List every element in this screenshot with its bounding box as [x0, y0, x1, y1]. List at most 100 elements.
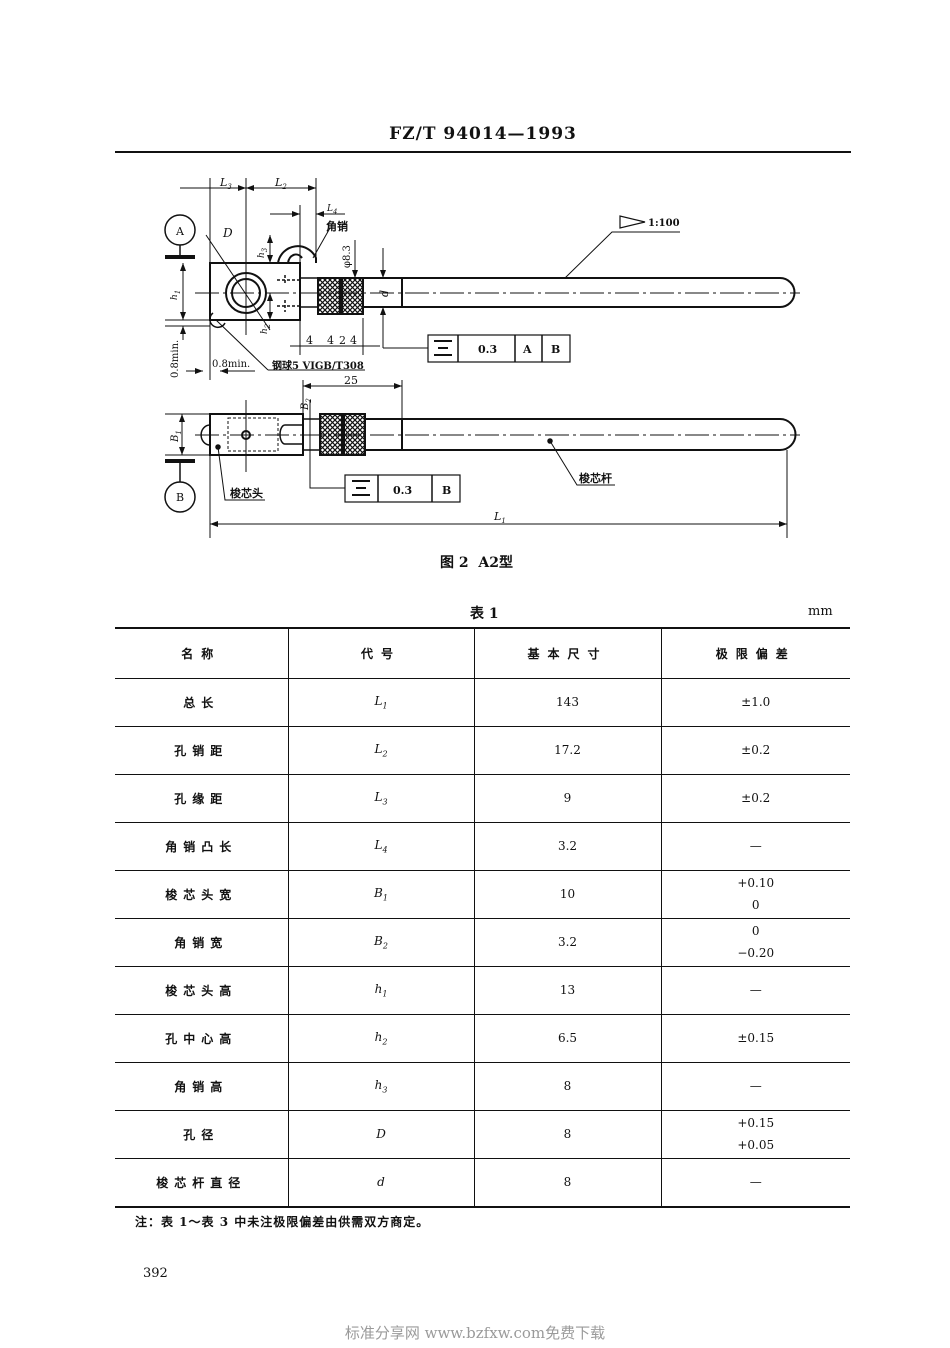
tolerance-value: — — [749, 839, 762, 853]
cell-tolerance: — — [660, 966, 850, 1014]
knurl-2 — [341, 277, 364, 315]
cell-tolerance: ±0.2 — [660, 774, 850, 822]
header-rule — [115, 151, 851, 153]
cell-size: 6.5 — [473, 1014, 661, 1062]
dim-4c: 4 — [350, 334, 357, 347]
label-phi: φ8.3 — [342, 245, 353, 268]
code-symbol: L2 — [374, 741, 388, 759]
top-view — [164, 178, 800, 380]
page-number: 392 — [143, 1266, 168, 1281]
cell-name: 角销凸长 — [165, 839, 238, 854]
label-L2: L2 — [274, 176, 287, 191]
cell-size: 13 — [473, 966, 661, 1014]
cell-tolerance: — — [660, 822, 850, 870]
cell-code: h1 — [287, 966, 474, 1014]
table-title: 表 1 — [470, 606, 499, 622]
tolerance-value: ±0.2 — [741, 743, 771, 757]
cell-name: 总长 — [183, 695, 220, 710]
cell-size: 8 — [473, 1158, 661, 1207]
tolerance-value: +0.15 — [737, 1116, 775, 1130]
cell-name: 角销宽 — [174, 935, 229, 950]
tolerance-frame-1 — [427, 334, 571, 363]
dim-2: 2 — [339, 334, 346, 347]
code-symbol: L4 — [374, 837, 388, 855]
code-symbol: L3 — [374, 789, 388, 807]
code-symbol: B2 — [374, 933, 388, 951]
technical-drawing: L3 L2 L4 D 角销 h3 h1 h2 φ8.3 d 1:100 4 4 … — [164, 176, 800, 571]
symmetry-icon — [352, 480, 370, 496]
tolerance-value: 0 — [751, 898, 760, 912]
frame1-value: 0.3 — [478, 343, 497, 356]
col-header: 基本尺寸 — [473, 628, 661, 678]
tolerance-value: — — [749, 1079, 762, 1093]
tolerance-value: 0 — [751, 924, 760, 938]
frame2-datum1: B — [442, 484, 451, 497]
cell-code: h2 — [287, 1014, 474, 1062]
code-symbol: h3 — [374, 1077, 388, 1095]
cell-tolerance: +0.10 0 — [660, 870, 850, 918]
cell-size: 3.2 — [473, 918, 661, 966]
cell-code: d — [287, 1158, 474, 1207]
cell-code: L4 — [287, 822, 474, 870]
cell-tolerance: ±0.15 — [660, 1014, 850, 1062]
tolerance-value: ±0.2 — [741, 791, 771, 805]
dim-4a: 4 — [306, 334, 313, 347]
label-25: 25 — [344, 374, 358, 387]
label-min-vertical: 0.8min. — [170, 340, 181, 378]
code-symbol: h2 — [374, 1029, 388, 1047]
label-rod: 梭芯杆 — [579, 471, 612, 485]
cell-tolerance: +0.15 +0.05 — [660, 1110, 850, 1158]
datum-b-label: B — [176, 491, 184, 504]
label-taper: 1:100 — [648, 218, 680, 229]
datum-b-circle — [164, 481, 196, 513]
side-view — [164, 380, 800, 538]
tolerance-value: +0.10 — [737, 876, 775, 890]
cell-size: 10 — [473, 870, 661, 918]
table-row: 孔缘距 L3 9 ±0.2 — [115, 774, 850, 822]
label-corner-pin: 角销 — [326, 219, 348, 233]
col-header: 极限偏差 — [660, 628, 850, 678]
label-steel-ball: 钢球5 VIGB/T308 — [272, 359, 364, 372]
table-row: 孔中心高 h2 6.5±0.15 — [115, 1014, 850, 1062]
tolerance-value: +0.05 — [737, 1138, 775, 1152]
cell-name: 孔中心高 — [165, 1031, 238, 1046]
cell-code: L2 — [287, 726, 474, 774]
cell-name: 梭芯杆直径 — [156, 1175, 247, 1190]
cell-name: 孔缘距 — [174, 791, 229, 806]
cell-size: 9 — [473, 774, 661, 822]
figure-caption: 图 2 A2型 — [440, 554, 513, 571]
frame2-value: 0.3 — [393, 484, 412, 497]
corner-pin — [277, 245, 317, 264]
frame1-datum1: A — [522, 343, 532, 356]
cell-tolerance: 0−0.20 — [660, 918, 850, 966]
cell-code: L1 — [287, 678, 474, 726]
label-d: d — [378, 290, 391, 297]
tolerance-value: ±1.0 — [741, 695, 771, 709]
tolerance-value: — — [749, 983, 762, 997]
table-header-row: 名称 代号 基本尺寸 极限偏差 — [115, 628, 850, 678]
datum-a-label: A — [175, 225, 185, 238]
label-B1: B1 — [170, 430, 183, 443]
cell-tolerance: ±0.2 — [660, 726, 850, 774]
watermark: 标准分享网 www.bzfxw.com免费下载 — [344, 1324, 606, 1342]
steel-ball — [209, 312, 226, 329]
cell-name: 孔径 — [183, 1127, 220, 1142]
tolerance-frame-2 — [344, 474, 461, 503]
cell-size: 17.2 — [473, 726, 661, 774]
cell-code: h3 — [287, 1062, 474, 1110]
cell-code: B2 — [287, 918, 474, 966]
symmetry-icon — [434, 340, 452, 356]
code-symbol: d — [377, 1175, 385, 1189]
label-B2: B2 — [300, 398, 313, 411]
label-h2: h2 — [260, 323, 272, 334]
label-L4: L4 — [326, 204, 337, 216]
label-L1: L1 — [493, 510, 506, 525]
cell-code: L3 — [287, 774, 474, 822]
label-L3: L3 — [219, 176, 232, 191]
